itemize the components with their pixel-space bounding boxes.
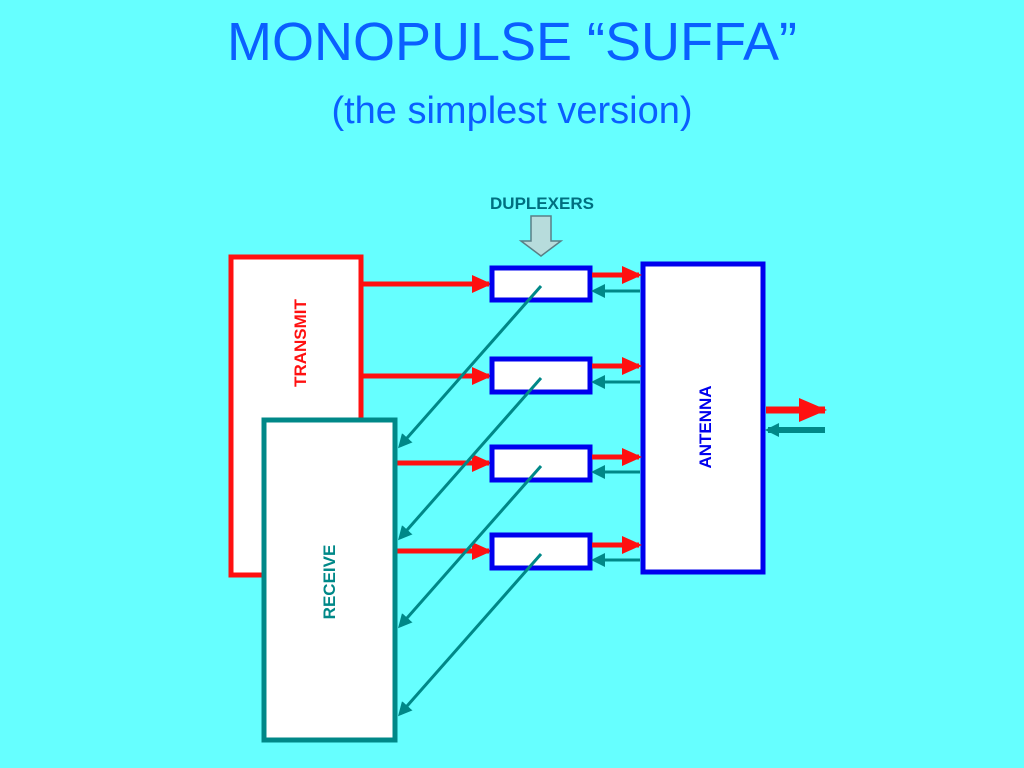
receive-block — [261, 417, 398, 743]
receive-label: RECEIVE — [320, 545, 339, 620]
duplexer-3 — [489, 444, 593, 483]
rx-diagonal-1 — [398, 285, 543, 449]
duplexer-2 — [489, 356, 593, 395]
rx-diagonal-3 — [398, 465, 543, 629]
duplexer-1 — [489, 265, 593, 303]
rx-diagonal-2 — [398, 377, 543, 541]
duplexers-label: DUPLEXERS — [490, 194, 594, 213]
transmit-label: TRANSMIT — [291, 298, 310, 386]
rx-diagonal-4 — [398, 553, 543, 717]
slide-title: MONOPULSE “SUFFA” — [226, 12, 798, 72]
duplexer-4 — [489, 532, 593, 571]
slide-subtitle: (the simplest version) — [331, 90, 693, 132]
antenna-block — [640, 261, 766, 575]
duplexers-pointer-arrow — [518, 215, 564, 257]
antenna-label: ANTENNA — [696, 385, 715, 468]
